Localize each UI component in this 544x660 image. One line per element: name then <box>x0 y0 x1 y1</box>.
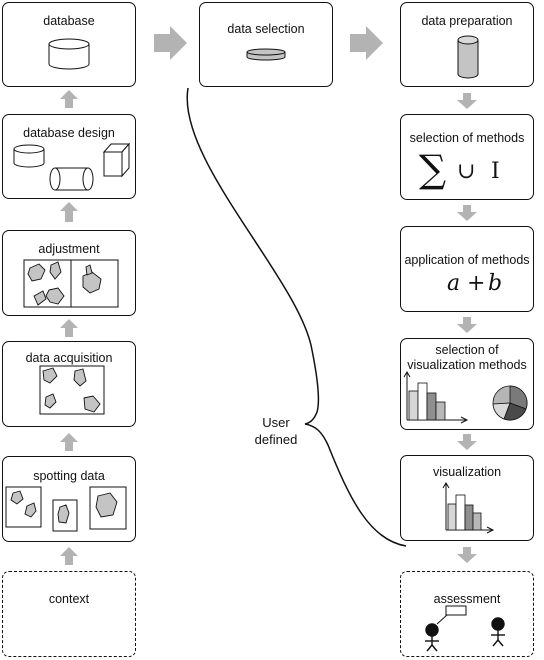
math-plus: + <box>467 271 486 296</box>
blob-shape <box>10 490 24 505</box>
arrow-up-icon <box>60 547 78 565</box>
blob-shape <box>33 290 47 306</box>
spotting-data-panels <box>5 486 127 532</box>
user-defined-label: User defined <box>246 414 306 448</box>
cube-icon <box>102 142 131 178</box>
label-database-design: database design <box>23 126 115 140</box>
speaking-person-icon <box>425 623 439 652</box>
top-flow-arrows <box>154 26 383 60</box>
label-application-of-methods: application of methods <box>404 253 530 267</box>
box-application-of-methods: application of methods a + b <box>400 226 534 312</box>
arrow-up-icon <box>60 90 78 108</box>
visualization-options-bar-chart-icon <box>403 371 469 424</box>
blob-shape <box>85 264 93 276</box>
blob-shape <box>73 368 87 387</box>
label-selection-of-visualization-line2: visualization methods <box>407 358 527 372</box>
data-preparation-cylinder-icon <box>457 35 479 79</box>
arrow-right-icon <box>350 26 383 60</box>
right-flow-arrows <box>457 93 477 563</box>
visualization-bar-chart-icon <box>442 482 495 534</box>
label-context: context <box>48 592 90 606</box>
user-defined-line2: defined <box>254 432 298 447</box>
horizontal-cylinder-icon <box>49 167 94 191</box>
blob-shape <box>95 492 118 518</box>
database-design-shapes <box>13 142 131 191</box>
user-defined-bracket <box>186 87 407 547</box>
arrow-right-icon <box>154 26 187 60</box>
arrow-up-icon <box>60 319 78 337</box>
assessment-figures <box>425 605 505 652</box>
label-data-acquisition: data acquisition <box>25 351 113 365</box>
label-data-selection: data selection <box>227 22 305 36</box>
label-assessment: assessment <box>433 592 501 606</box>
adjustment-panel <box>23 259 119 308</box>
database-cylinder-icon <box>48 38 90 70</box>
arrow-up-icon <box>60 433 78 451</box>
blob-shape <box>57 504 70 524</box>
pie-chart-icon <box>492 385 528 421</box>
box-context: context <box>2 571 136 657</box>
label-database: database <box>43 14 95 28</box>
arrow-down-icon <box>457 434 477 450</box>
arrow-down-icon <box>457 205 477 221</box>
label-visualization: visualization <box>432 465 502 479</box>
arrow-down-icon <box>457 547 477 563</box>
blob-shape <box>24 502 37 518</box>
union-symbol: ∪ <box>457 159 476 184</box>
blob-shape <box>45 287 65 305</box>
blob-shape <box>83 395 101 413</box>
speech-bubble-icon <box>436 605 467 625</box>
sum-symbol: ∑ <box>419 147 447 191</box>
label-spotting-data: spotting data <box>33 469 105 483</box>
arrow-up-icon <box>60 202 78 222</box>
box-data-selection: data selection <box>199 2 333 87</box>
math-b: b <box>488 271 503 296</box>
blob-shape <box>49 261 62 280</box>
user-defined-line1: User <box>262 415 290 430</box>
box-database: database <box>2 2 136 87</box>
arrow-down-icon <box>457 93 477 109</box>
intersect-symbol: I <box>491 159 500 184</box>
blob-shape <box>44 393 57 409</box>
data-acquisition-panel <box>39 365 105 415</box>
label-data-preparation: data preparation <box>421 14 513 28</box>
label-selection-of-visualization-line1: selection of <box>435 343 499 357</box>
blob-shape <box>27 263 46 282</box>
cylinder-icon <box>13 144 45 168</box>
label-selection-of-methods: selection of methods <box>409 131 525 145</box>
math-a: a <box>447 271 461 296</box>
box-selection-of-methods: selection of methods ∑ ∪ I <box>400 114 534 200</box>
data-selection-disc-icon <box>246 48 286 61</box>
label-adjustment: adjustment <box>38 242 100 256</box>
box-assessment: assessment <box>400 571 534 657</box>
listening-person-icon <box>491 617 505 647</box>
blob-shape <box>42 367 58 384</box>
left-flow-arrows <box>60 90 78 565</box>
arrow-down-icon <box>457 317 477 333</box>
